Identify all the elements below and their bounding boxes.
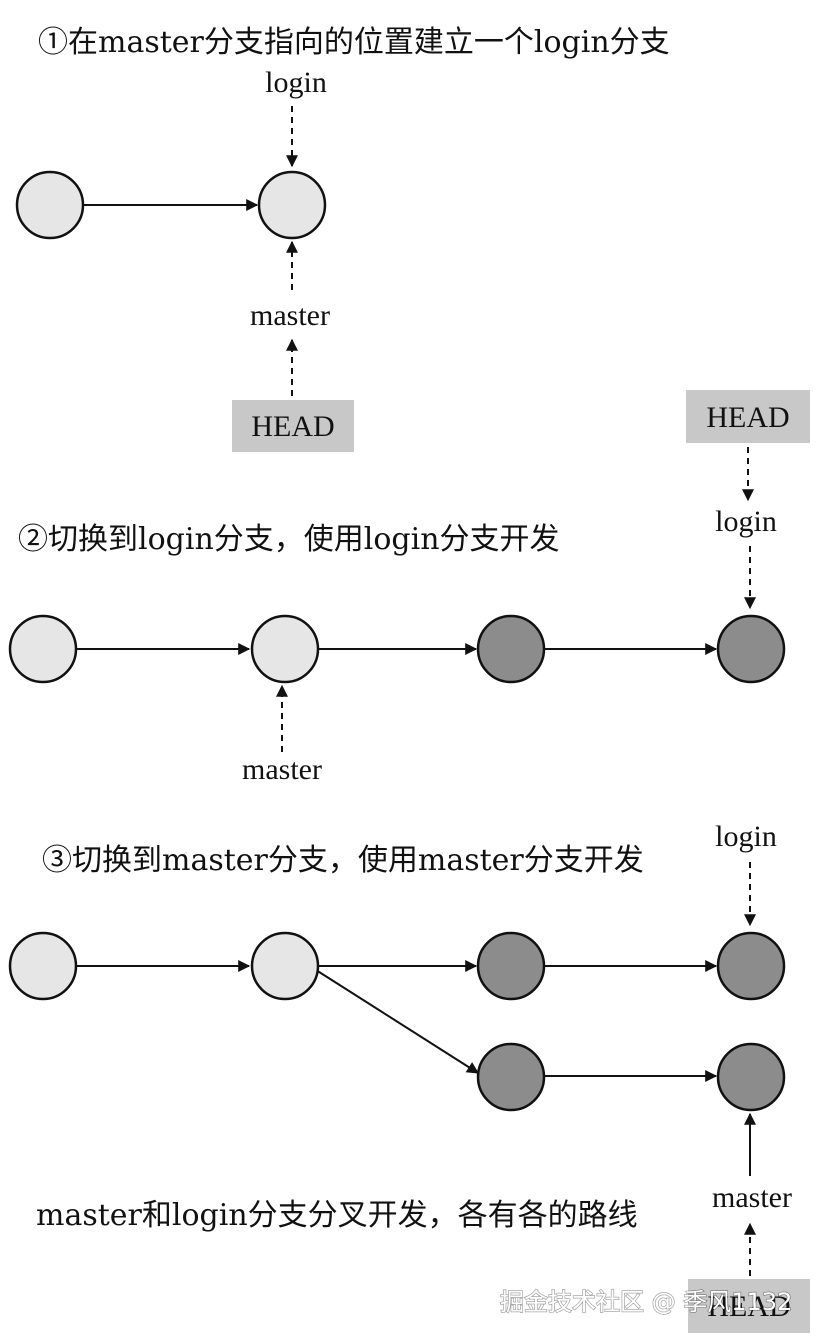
step3-edge-branch [315, 969, 480, 1074]
step2-commit-1 [8, 614, 78, 684]
step3-commit-4 [716, 931, 786, 1001]
step3-footer: master和login分支分叉开发，各有各的路线 [36, 1198, 638, 1233]
step3-commit-5 [476, 1042, 546, 1112]
step3-commit-2 [250, 931, 320, 1001]
step3-caption: ③切换到master分支，使用master分支开发 [42, 843, 644, 878]
step2-commit-3 [476, 614, 546, 684]
step3-commit-3 [476, 931, 546, 1001]
step3-master-label: master [712, 1181, 792, 1214]
step2-commit-2 [250, 614, 320, 684]
step1-head-box [232, 400, 354, 452]
step1-head-label: HEAD [251, 410, 334, 443]
step1-login-label: login [265, 66, 327, 99]
step3-commit-1 [8, 931, 78, 1001]
step3-head-label: HEAD [707, 1290, 790, 1323]
step2-login-label: login [715, 505, 777, 538]
step3-commit-6 [716, 1042, 786, 1112]
step2-commit-4 [716, 614, 786, 684]
step2-head-box [686, 390, 810, 443]
step2-panel: HEAD login ②切换到login分支，使用login分支开发 maste… [8, 390, 810, 786]
step1-commit-2 [257, 170, 327, 240]
step1-commit-1 [15, 170, 85, 240]
step1-panel: ①在master分支指向的位置建立一个login分支 login master … [15, 25, 670, 452]
step2-head-label: HEAD [706, 401, 789, 434]
step2-master-label: master [242, 753, 322, 786]
step3-panel: login ③切换到master分支，使用master分支开发 master m… [8, 820, 810, 1333]
step1-master-label: master [250, 299, 330, 332]
step2-caption: ②切换到login分支，使用login分支开发 [18, 522, 560, 557]
step3-head-box [688, 1279, 810, 1333]
watermark: 掘金技术社区 @ 季风1132 [500, 1288, 792, 1316]
step1-caption: ①在master分支指向的位置建立一个login分支 [38, 25, 670, 60]
step3-login-label: login [715, 820, 777, 853]
